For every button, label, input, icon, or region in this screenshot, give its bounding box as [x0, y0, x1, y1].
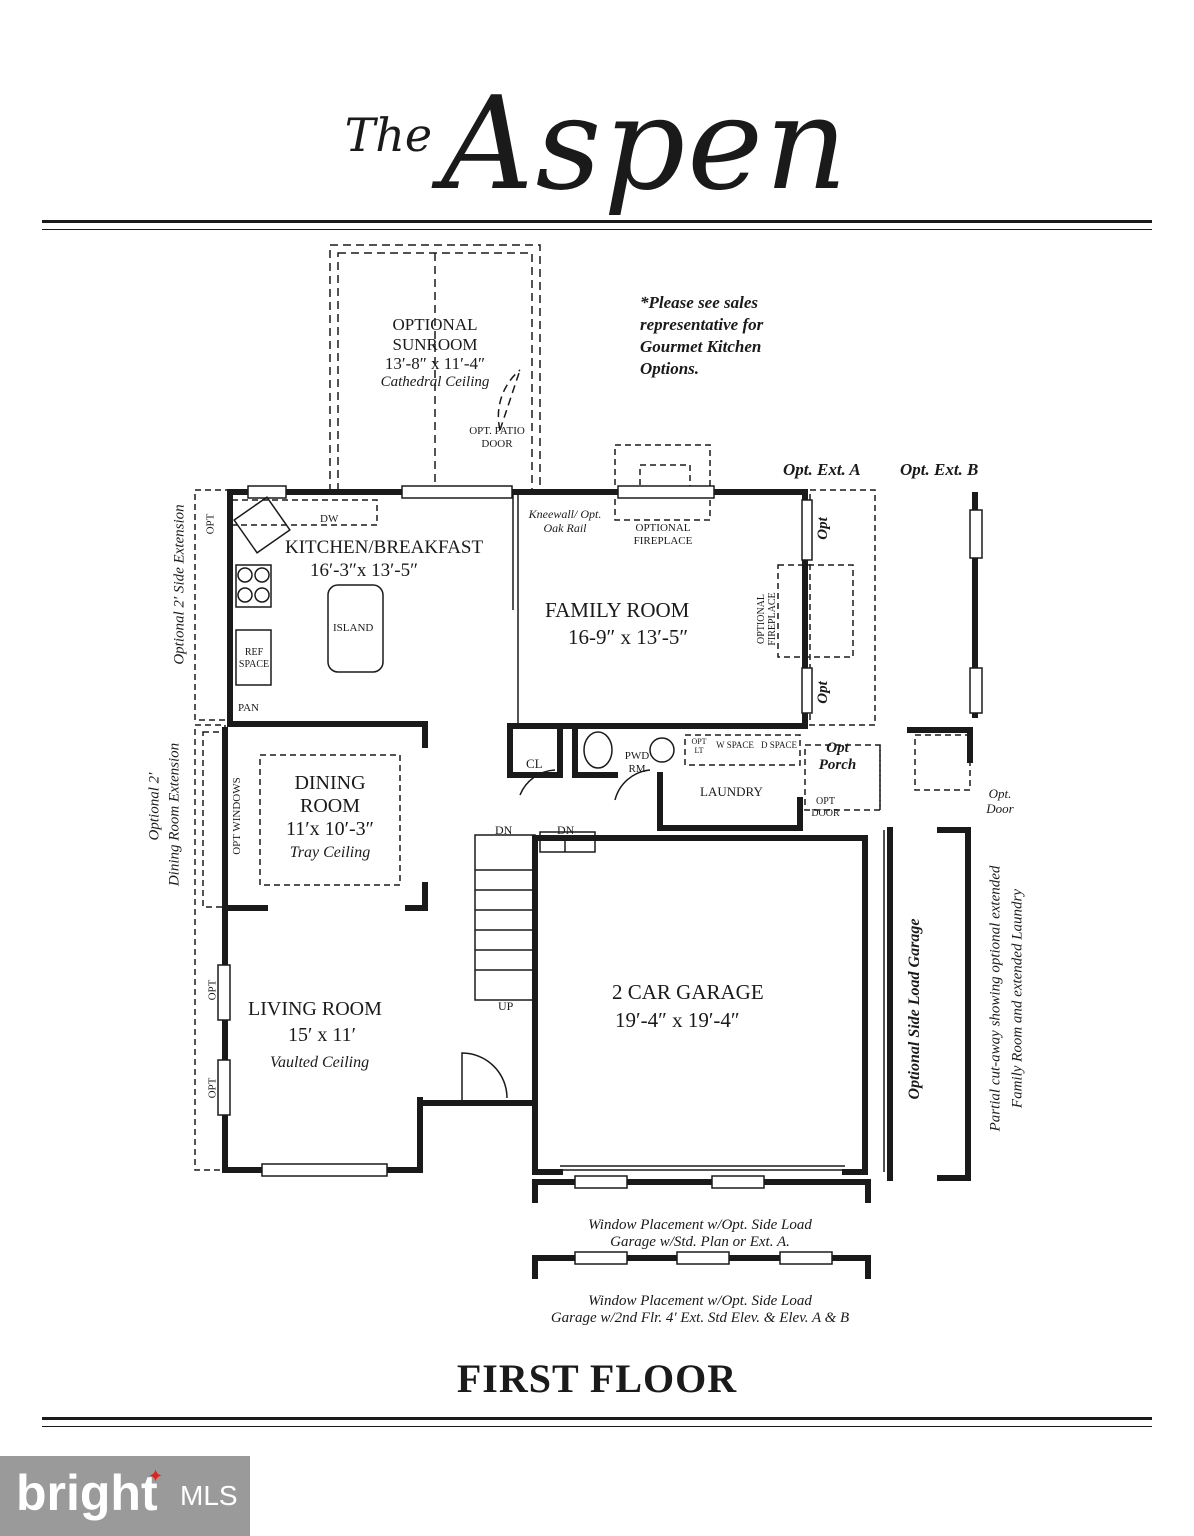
fireplace-top-label: OPTIONAL FIREPLACE: [633, 522, 693, 547]
dining-name2: ROOM: [299, 795, 360, 817]
living-ceiling: Vaulted Ceiling: [270, 1054, 370, 1071]
opt-door-label: OPT DOOR: [811, 796, 840, 819]
dining-windows-label: OPT WINDOWS: [230, 777, 243, 855]
sunroom-ceiling: Cathedral Ceiling: [380, 373, 490, 390]
window-note-1-line1: Window Placement w/Opt. Side Load: [588, 1217, 812, 1233]
cutaway-label-1: Partial cut-away showing optional extend…: [987, 865, 1004, 1132]
logo-mls: MLS: [180, 1480, 238, 1511]
kitchen-opt-window: OPT: [204, 513, 217, 535]
ext-opt-window-1: Opt: [814, 517, 831, 540]
window-note-2-line1: Window Placement w/Opt. Side Load: [588, 1293, 812, 1309]
living-opt-window-1: OPT: [206, 979, 219, 1001]
sunroom-name1: OPTIONAL: [392, 315, 478, 334]
ext-a-label: Opt. Ext. A: [783, 460, 861, 479]
sales-note: *Please see sales representative for Gou…: [640, 292, 763, 380]
powder-room-label: PWD RM: [624, 750, 650, 775]
kitchen-dims: 16′-3″x 13′-5″: [310, 560, 419, 581]
sunroom-name2: SUNROOM: [392, 334, 478, 354]
dining-extension-label-1: Optional 2′: [146, 772, 163, 841]
dining-ceiling: Tray Ceiling: [289, 844, 371, 861]
window-note-1-line2: Garage w/Std. Plan or Ext. A.: [610, 1234, 790, 1251]
logo-spark-icon: ✦: [148, 1466, 164, 1486]
sunroom-label: OPTIONAL SUNROOM 13′-8″ x 11′-4″ Cathedr…: [375, 315, 495, 391]
dryer-space-label: D SPACE: [761, 740, 797, 750]
note-line: *Please see sales: [640, 293, 759, 312]
living-name: LIVING ROOM: [248, 998, 382, 1020]
cutaway-label-2: Family Room and extended Laundry: [1009, 888, 1026, 1109]
window-note-1: Window Placement w/Opt. Side Load Garage…: [500, 1217, 900, 1252]
stair-up-label: UP: [498, 999, 514, 1013]
family-name: FAMILY ROOM: [545, 598, 690, 622]
family-dims: 16-9″ x 13′-5″: [568, 625, 689, 649]
window-note-2: Window Placement w/Opt. Side Load Garage…: [490, 1293, 910, 1328]
island-label: ISLAND: [333, 622, 374, 634]
note-line: Options.: [640, 359, 700, 379]
washer-space-label: W SPACE: [716, 740, 754, 750]
dw-label: DW: [320, 513, 339, 525]
kneewall-label: Kneewall/ Opt. Oak Rail: [528, 507, 602, 535]
top-rule-thin: [42, 229, 1152, 230]
dining-name1: DINING: [294, 772, 366, 794]
plan-title: The Aspen: [0, 70, 1194, 219]
ext-opt-window-2: Opt: [814, 681, 831, 704]
bottom-rule-thick: [42, 1417, 1152, 1420]
dining-label: DINING ROOM 11′x 10′-3″ Tray Ceiling: [270, 772, 390, 862]
floor-title: FIRST FLOOR: [456, 1356, 738, 1401]
garage-dims: 19′-4″ x 19′-4″: [615, 1008, 740, 1032]
kitchen-name: KITCHEN/BREAKFAST: [285, 537, 484, 558]
side-load-garage-label: Optional Side Load Garage: [906, 918, 923, 1100]
title-the: The: [344, 108, 433, 162]
opt-porch-label: Opt Porch: [818, 740, 857, 774]
ext-opt-door-label: Opt. Door: [986, 786, 1014, 816]
pan-label: PAN: [238, 702, 259, 714]
side-extension-label: Optional 2′ Side Extension: [171, 504, 188, 665]
note-line: Gourmet Kitchen: [640, 337, 762, 357]
top-rule-thick: [42, 220, 1152, 223]
living-opt-window-2: OPT: [206, 1077, 219, 1099]
fireplace-side-label: OPTIONAL FIREPLACE: [756, 592, 778, 646]
closet-label: CL: [526, 756, 543, 771]
bright-mls-logo: bright ✦ MLS: [0, 1456, 250, 1536]
bottom-rule-thin: [42, 1426, 1152, 1427]
ext-b-label: Opt. Ext. B: [900, 460, 979, 479]
stair-down-label-1: DN: [495, 823, 513, 837]
patio-door-label: OPT. PATIO DOOR: [469, 425, 525, 450]
laundry-label: LAUNDRY: [700, 784, 763, 799]
title-name: Aspen: [441, 70, 850, 219]
opt-lt-label: OPT LT: [691, 737, 707, 756]
ref-space-label: REF SPACE: [238, 647, 270, 670]
dining-dims: 11′x 10′-3″: [286, 818, 374, 840]
logo-bright: bright: [16, 1465, 158, 1521]
sunroom-dims: 13′-8″ x 11′-4″: [384, 354, 486, 374]
dining-extension-label-2: Dining Room Extension: [166, 742, 183, 887]
garage-name: 2 CAR GARAGE: [612, 980, 764, 1004]
window-note-2-line2: Garage w/2nd Flr. 4′ Ext. Std Elev. & El…: [550, 1310, 850, 1327]
stair-down-label-2: DN: [557, 823, 575, 837]
living-dims: 15′ x 11′: [288, 1024, 357, 1046]
note-line: representative for: [640, 315, 764, 335]
